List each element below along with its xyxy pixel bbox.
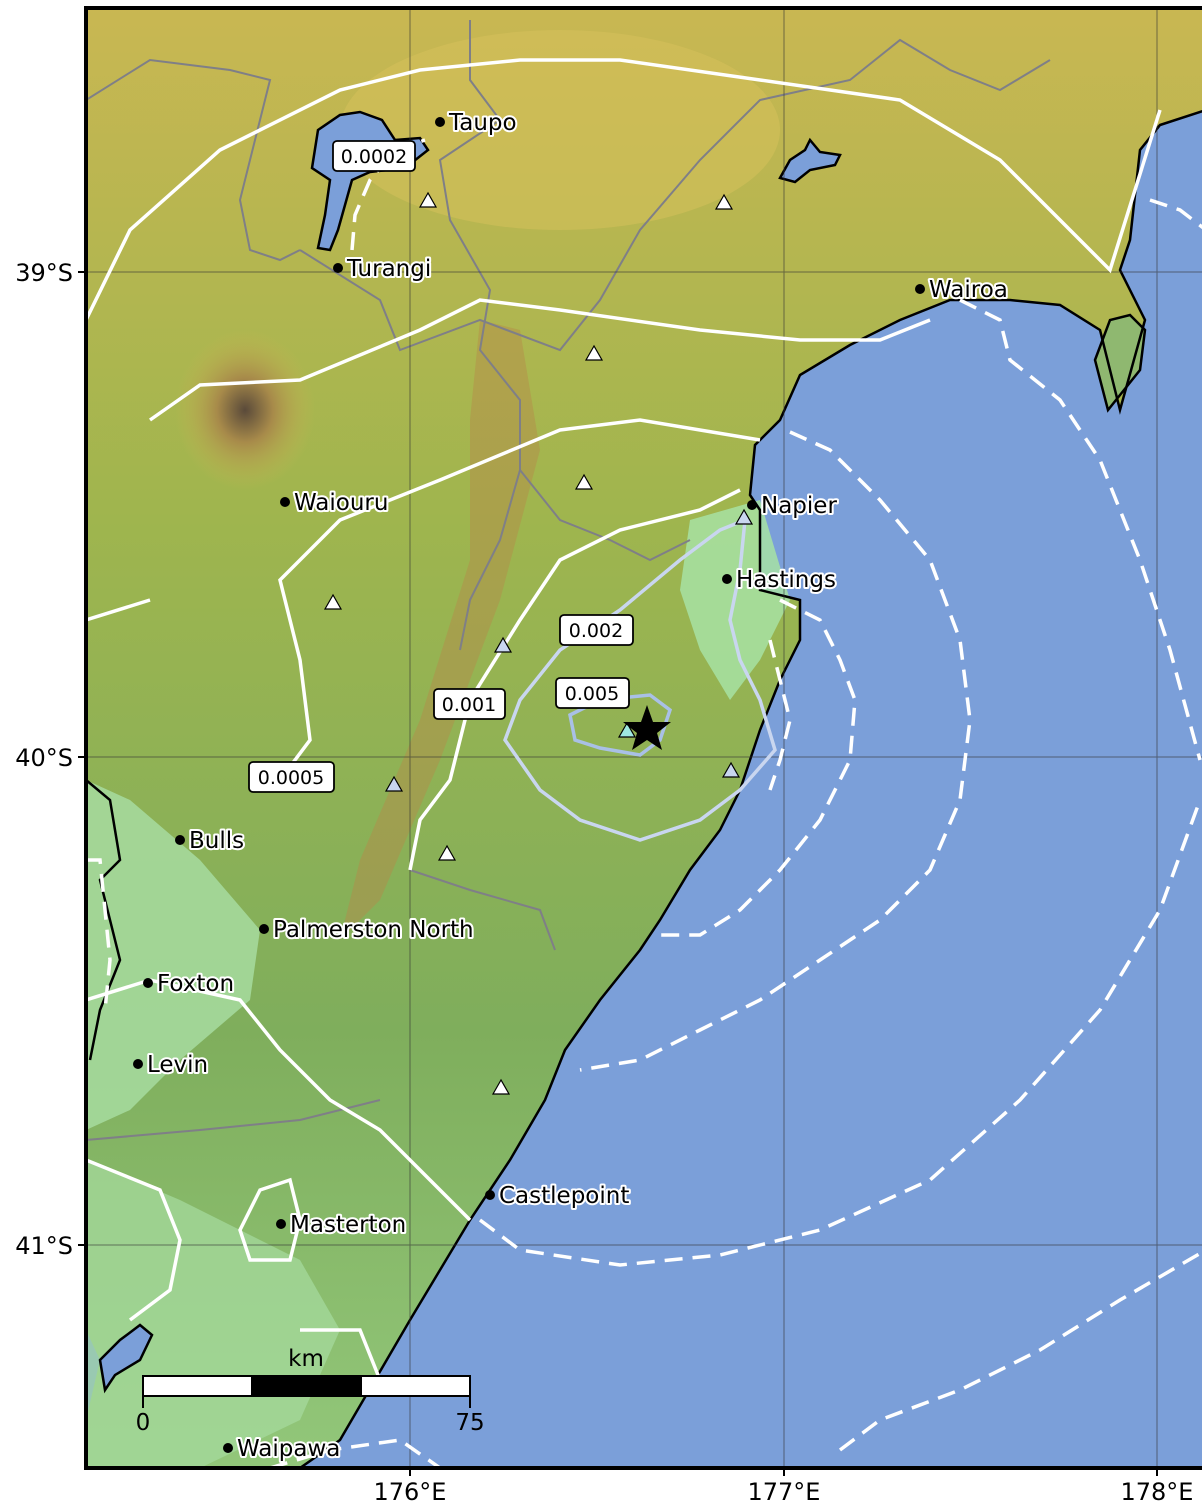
station-triangle xyxy=(491,1078,511,1095)
map-frame xyxy=(84,6,1202,1470)
city-dot xyxy=(175,835,185,845)
intensity-contours xyxy=(86,58,1162,1381)
city-label: Castlepoint xyxy=(499,1183,629,1209)
volcano-ruapehu xyxy=(175,330,315,490)
scale-unit: km xyxy=(288,1346,324,1372)
station-triangle xyxy=(574,473,594,490)
contour-offshore-dashed xyxy=(86,138,1202,1468)
city-label: Hastings xyxy=(736,567,836,593)
city-label: Turangi xyxy=(346,256,431,282)
west-lowland xyxy=(86,780,260,1130)
city-dot xyxy=(143,978,153,988)
city-dot xyxy=(133,1059,143,1069)
city-dot xyxy=(747,500,757,510)
contour-label: 0.001 xyxy=(442,694,496,716)
scale-seg-2 xyxy=(251,1375,362,1397)
station-triangle xyxy=(721,761,741,778)
scale-bar: km 0 75 xyxy=(136,1346,485,1436)
contour-label-box xyxy=(332,140,416,172)
region-borders xyxy=(86,20,1051,1141)
x-tick-label: 176°E xyxy=(374,1478,447,1506)
city-dot xyxy=(259,924,269,934)
y-tick-label: 39°S xyxy=(15,259,73,287)
station-triangle xyxy=(584,344,604,361)
x-axis: 176°E 177°E 178°E xyxy=(374,1468,1194,1506)
station-triangle xyxy=(418,191,438,208)
y-tick-label: 41°S xyxy=(15,1232,73,1260)
station-triangle xyxy=(493,636,513,653)
contour-label: 0.002 xyxy=(569,620,623,642)
contour-0.0002 xyxy=(86,58,1162,321)
city-label: Levin xyxy=(147,1052,208,1078)
station-triangle xyxy=(437,844,457,861)
stations xyxy=(323,191,754,1095)
station-triangle xyxy=(617,721,637,738)
lake-wairarapa xyxy=(98,1323,154,1394)
contour-label: 0.0005 xyxy=(258,767,324,789)
city-label: Masterton xyxy=(290,1212,406,1238)
contour-0.001 xyxy=(278,418,761,782)
city-dot xyxy=(276,1219,286,1229)
city-label: Taupo xyxy=(448,110,517,136)
contour-label: 0.0002 xyxy=(341,146,407,168)
central-plateau xyxy=(340,30,780,230)
ruahine-range xyxy=(340,320,540,940)
city-labels: Taupo Turangi Wairoa Waiouru Napier Hast… xyxy=(145,108,1010,1464)
city-dots xyxy=(133,117,925,1453)
station-triangle xyxy=(384,775,404,792)
city-dot xyxy=(915,284,925,294)
scale-start: 0 xyxy=(136,1410,151,1436)
city-label: Palmerston North xyxy=(273,917,474,943)
station-triangle xyxy=(734,508,754,525)
epicenter-star xyxy=(623,705,671,750)
city-dot xyxy=(333,263,343,273)
city-dot xyxy=(280,497,290,507)
contour-label-box xyxy=(555,677,630,709)
scale-end: 75 xyxy=(455,1410,484,1436)
city-dot xyxy=(223,1443,233,1453)
city-dot xyxy=(722,574,732,584)
coastline-west xyxy=(86,779,122,1061)
city-label: Foxton xyxy=(157,971,234,997)
x-tick-label: 178°E xyxy=(1121,1478,1194,1506)
city-label: Wairoa xyxy=(929,277,1008,303)
contour-label-box xyxy=(433,688,506,720)
city-label: Bulls xyxy=(189,828,244,854)
contour-label-box xyxy=(248,761,335,793)
station-triangle xyxy=(323,593,343,610)
contour-inner-land xyxy=(408,488,741,871)
lake-waikaremoana xyxy=(778,137,842,184)
city-dot xyxy=(485,1190,495,1200)
scale-seg-3 xyxy=(360,1375,471,1397)
contour-0.0005 xyxy=(148,298,931,422)
city-label: Waipawa xyxy=(237,1436,340,1462)
scale-seg-1 xyxy=(142,1375,253,1397)
x-tick-label: 177°E xyxy=(748,1478,821,1506)
mahia-peninsula xyxy=(1093,313,1147,413)
station-triangle xyxy=(714,193,734,210)
city-label: Napier xyxy=(761,493,837,519)
coastline-east xyxy=(299,109,1202,1468)
city-dot xyxy=(435,117,445,127)
contour-label-box xyxy=(559,614,634,646)
y-axis: 39°S 40°S 41°S xyxy=(15,259,86,1260)
y-tick-label: 40°S xyxy=(15,744,73,772)
city-label: Waiouru xyxy=(294,490,388,516)
contour-label: 0.005 xyxy=(565,683,619,705)
contour-label-boxes: 0.0002 0.0005 0.001 0.002 0.005 xyxy=(248,140,634,793)
